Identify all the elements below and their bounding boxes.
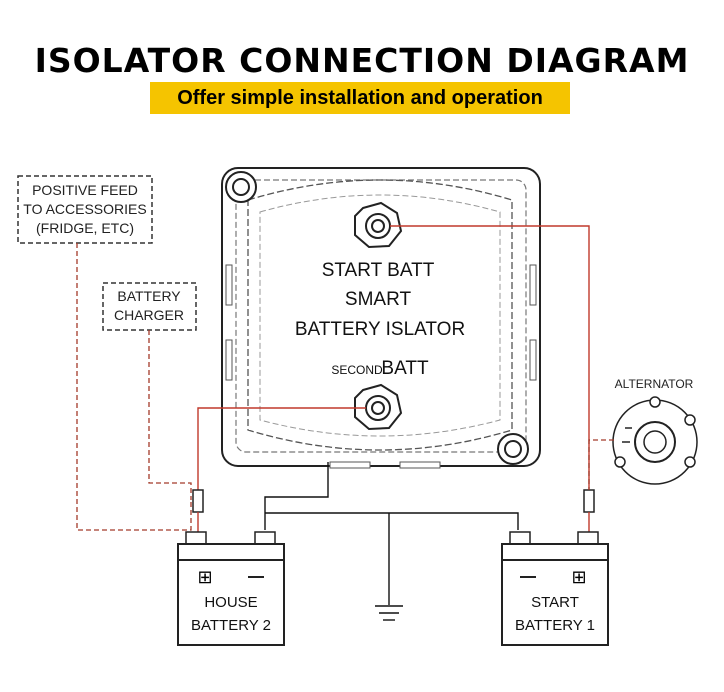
accessory-feed-wire [76,243,192,531]
alternator-feed-wire [588,439,614,490]
house-fuse [192,489,204,513]
batt-label: BATT [381,358,429,379]
alternator-label: ALTERNATOR [615,377,694,391]
house-battery: ⊞ HOUSE BATTERY 2 [177,531,285,646]
negative-ground-wires [264,462,519,605]
mounting-bolt-bottom-right [497,433,529,465]
house-positive-icon: ⊞ [197,567,212,588]
smart-battery-isolator [221,167,541,469]
start-batt-label: START BATT [322,260,435,281]
start-batt-terminal [354,201,403,249]
second-label: SECOND [331,363,383,377]
smart-label: SMART [345,289,412,310]
house-battery-line-1: HOUSE [204,594,257,611]
charger-feed-wire [148,330,192,500]
alternator [612,396,698,485]
start-fuse [583,489,595,513]
house-battery-line-2: BATTERY 2 [191,617,271,634]
start-battery-line-1: START [531,594,579,611]
start-positive-icon: ⊞ [571,567,586,588]
accessories-box: POSITIVE FEED TO ACCESSORIES (FRIDGE, ET… [17,175,153,244]
accessories-line-3: (FRIDGE, ETC) [36,220,134,236]
charger-line-1: BATTERY [117,288,181,304]
mounting-bolt-top-left [225,171,257,203]
diagram-subtitle: Offer simple installation and operation [177,87,543,109]
diagram-title: ISOLATOR CONNECTION DIAGRAM [35,41,690,80]
charger-box: BATTERY CHARGER [102,282,197,331]
start-battery: ⊞ START BATTERY 1 [501,531,609,646]
charger-line-2: CHARGER [114,307,184,323]
subtitle-banner [150,82,570,114]
second-batt-red-wire [197,407,366,490]
start-batt-red-wire [390,225,590,490]
accessories-line-1: POSITIVE FEED [32,182,138,198]
ground-symbol [375,605,403,621]
accessories-line-2: TO ACCESSORIES [23,201,146,217]
start-battery-line-2: BATTERY 1 [515,617,595,634]
battery-islator-label: BATTERY ISLATOR [295,319,465,340]
